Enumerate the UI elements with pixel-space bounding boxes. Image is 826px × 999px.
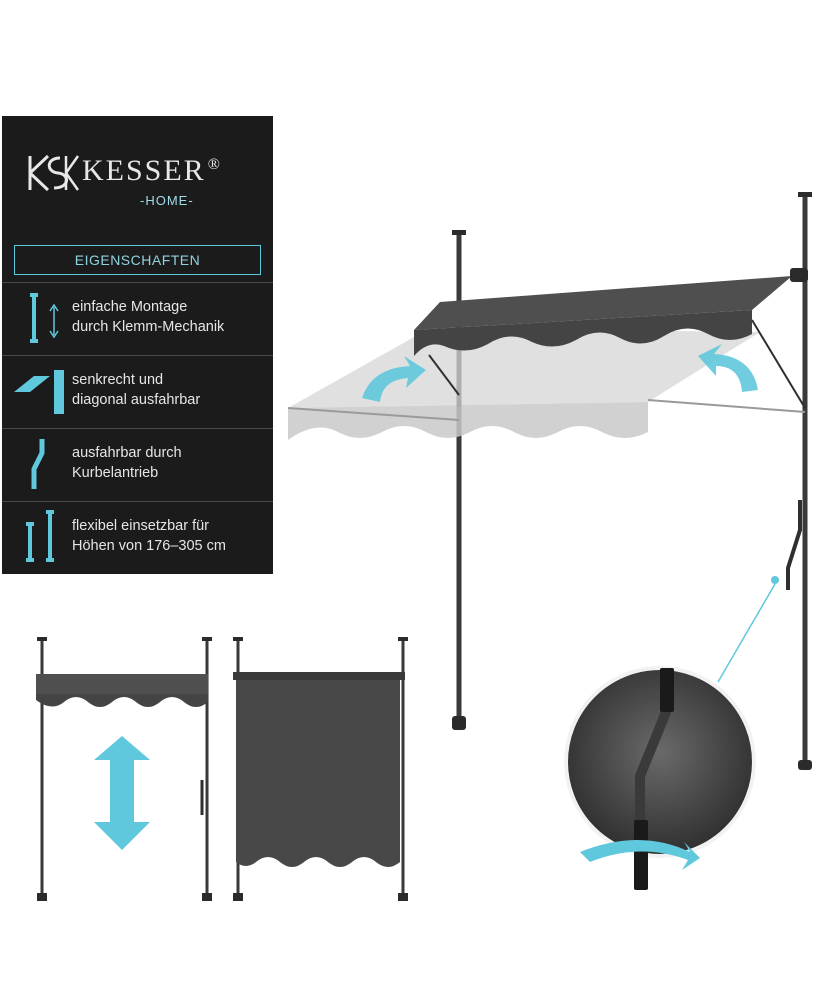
feature-text: einfache Montage durch Klemm-Mechanik — [72, 299, 225, 335]
small-awning-horizontal — [36, 637, 212, 901]
brand-sub: -HOME- — [140, 193, 194, 208]
main-awning — [287, 192, 812, 770]
angle-adjust-icon — [14, 370, 64, 414]
feature-text: flexibel einsetzbar für Höhen von 176–30… — [72, 518, 226, 554]
section-title: EIGENSCHAFTEN — [14, 245, 261, 275]
feature-item: flexibel einsetzbar für Höhen von 176–30… — [2, 501, 273, 572]
kesser-monogram-icon — [28, 154, 80, 192]
feature-text: senkrecht und diagonal ausfahrbar — [72, 372, 201, 408]
small-awning-vertical — [233, 637, 408, 901]
crank-zoom-detail — [564, 666, 756, 890]
height-range-icon — [26, 510, 54, 562]
feature-item: senkrecht und diagonal ausfahrbar — [2, 355, 273, 426]
brand-name: KESSER® — [82, 154, 222, 187]
feature-text: ausfahrbar durch Kurbelantrieb — [72, 445, 182, 481]
feature-item: ausfahrbar durch Kurbelantrieb — [2, 428, 273, 499]
clamp-mount-icon — [30, 293, 59, 343]
brand-logo: KESSER® -HOME- — [2, 116, 273, 236]
crank-handle-icon — [31, 439, 45, 489]
feature-item: einfache Montage durch Klemm-Mechanik — [2, 282, 273, 353]
features-panel: KESSER® -HOME- EIGENSCHAFTEN einfache Mo… — [2, 116, 273, 574]
